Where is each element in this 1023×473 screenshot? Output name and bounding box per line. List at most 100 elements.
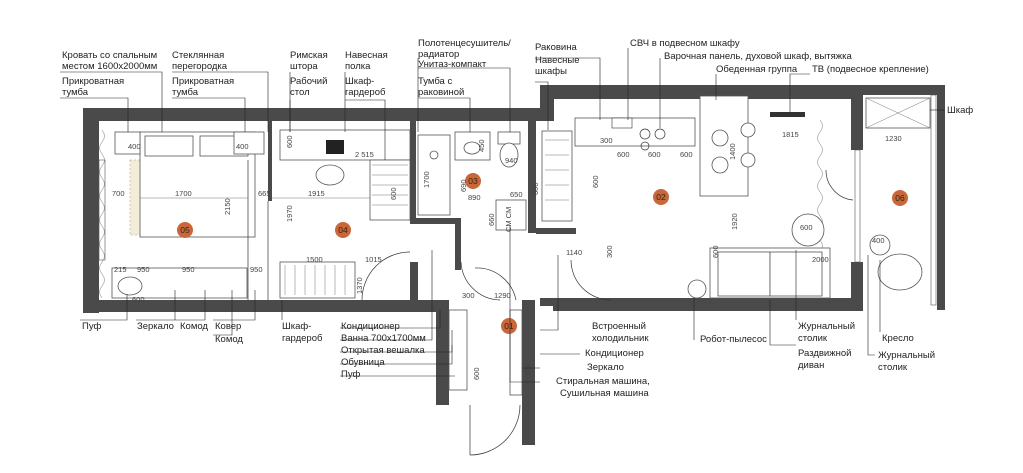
dim-600d: 600 — [617, 150, 630, 159]
dim-215: 215 — [114, 265, 127, 274]
dim-600c: 600 — [531, 182, 540, 195]
shoe-rack — [448, 309, 468, 391]
dim-450: 450 — [477, 139, 486, 152]
label-rug: Ковер — [215, 321, 241, 332]
kitchen-living — [570, 95, 854, 301]
label-roman-blind-line1: Римская — [290, 50, 328, 61]
label-air-conditioner-b: Кондиционер — [585, 348, 644, 359]
label-nightstand-right-line1: Прикроватная — [172, 76, 234, 87]
label-sink-cabinet-line1: Тумба с — [418, 76, 452, 87]
room-number-04: 04 — [338, 225, 348, 235]
label-tv: ТВ (подвесное крепление) — [812, 64, 929, 75]
room-marker-06 — [892, 190, 908, 206]
toilet — [499, 142, 519, 168]
desk-chair — [315, 164, 345, 186]
room-number-03: 03 — [468, 176, 478, 186]
label-dresser-b: Комод — [215, 334, 243, 345]
dim-1370: 1370 — [355, 277, 364, 294]
kitchen-counter — [574, 117, 696, 147]
dim-1500: 1500 — [306, 255, 323, 264]
label-shoe-rack: Обувница — [341, 357, 385, 368]
dim-400a: 400 — [128, 142, 141, 151]
label-wardrobe-bottom-line1: Шкаф- — [282, 321, 311, 332]
dim-1400: 1400 — [728, 143, 737, 160]
pillow-left — [144, 135, 194, 157]
room-marker-01 — [501, 318, 517, 334]
label-coffee-table-a-line2: столик — [798, 333, 828, 344]
balcony — [865, 97, 931, 291]
coffee-table-b — [869, 234, 891, 256]
bedroom — [111, 131, 269, 300]
washer-marks: СМ СМ — [504, 207, 513, 232]
dim-600k: 600 — [711, 245, 720, 258]
label-air-conditioner-a: Кондиционер — [341, 321, 400, 332]
label-fridge-line1: Встроенный — [592, 321, 646, 332]
label-bathtub: Ванна 700х1700мм — [341, 333, 426, 344]
label-towel-rail-line2: радиатор — [418, 49, 459, 60]
dim-1815: 1815 — [782, 130, 799, 139]
bottom-labels: Пуф Зеркало Комод Ковер Комод Шкаф- гард… — [82, 321, 935, 399]
armchair — [877, 253, 923, 291]
label-desk-line1: Рабочий — [290, 76, 327, 87]
leader-lines — [60, 48, 945, 383]
dim-1700a: 1700 — [175, 189, 192, 198]
dim-950b: 950 — [182, 265, 195, 274]
wardrobe-top — [369, 159, 411, 221]
dim-2515: 2 515 — [355, 150, 374, 159]
label-sink-cabinet-line2: раковиной — [418, 87, 464, 98]
dim-1700b: 1700 — [422, 171, 431, 188]
dim-600g: 600 — [800, 223, 813, 232]
dim-600a: 600 — [285, 135, 294, 148]
label-microwave: СВЧ в подвесном шкафу — [630, 38, 740, 49]
room-number-02: 02 — [656, 192, 666, 202]
dim-700: 700 — [112, 189, 125, 198]
dining-table — [699, 95, 749, 197]
dim-600h: 600 — [132, 295, 145, 304]
top-labels: Кровать со спальным местом 1600х2000мм С… — [62, 38, 973, 116]
label-open-hanger: Открытая вешалка — [341, 345, 425, 356]
dim-1140: 1140 — [566, 248, 582, 257]
label-mirror-bed: Зеркало — [137, 321, 174, 332]
kitchen-column — [541, 130, 573, 222]
label-coffee-table-b-line1: Журнальный — [878, 350, 935, 361]
toilet-tank — [497, 131, 521, 145]
bathtub — [417, 134, 451, 216]
room-markers: 01 02 03 04 05 06 — [177, 173, 908, 334]
dim-600l: 600 — [591, 175, 600, 188]
dim-660: 660 — [487, 213, 496, 226]
label-washer-line2: Сушильная машина — [560, 388, 649, 399]
label-fridge-line2: холодильник — [592, 333, 649, 344]
dim-2150: 2150 — [223, 198, 232, 215]
washer — [495, 199, 527, 231]
label-wall-cabinets-line2: шкафы — [535, 66, 567, 77]
dim-300a: 300 — [462, 291, 475, 300]
robot-vacuum — [687, 279, 707, 299]
dim-665: 665 — [258, 189, 271, 198]
label-hob: Варочная панель, духовой шкаф, вытяжка — [664, 51, 852, 62]
label-nightstand-right-line2: тумба — [172, 87, 199, 98]
room-number-05: 05 — [180, 225, 190, 235]
dim-2000: 2000 — [812, 255, 829, 264]
dim-600i: 600 — [472, 367, 481, 380]
label-washer-line1: Стиральная машина, — [556, 376, 650, 387]
label-sofa-line1: Раздвижной — [798, 348, 851, 359]
label-nightstand-left-line1: Прикроватная — [62, 76, 124, 87]
dim-600e: 600 — [648, 150, 661, 159]
dim-1230: 1230 — [885, 134, 902, 143]
sofa-cushion-left — [717, 251, 771, 297]
dim-1915: 1915 — [308, 189, 325, 198]
label-bed-line1: Кровать со спальным — [62, 50, 157, 61]
pouf-bedroom — [117, 276, 143, 296]
desk — [279, 129, 411, 161]
label-dresser-a: Комод — [180, 321, 208, 332]
study — [279, 129, 411, 301]
room-marker-02 — [653, 189, 669, 205]
label-wardrobe-top-line1: Шкаф- — [345, 76, 374, 87]
label-desk-line2: стол — [290, 87, 310, 98]
label-bed-line2: местом 1600х2000мм — [62, 61, 157, 72]
label-mirror-hall: Зеркало — [587, 362, 624, 373]
bathroom — [417, 131, 527, 301]
label-towel-rail-line1: Полотенцесушитель/ — [418, 38, 511, 49]
room-number-01: 01 — [504, 321, 514, 331]
